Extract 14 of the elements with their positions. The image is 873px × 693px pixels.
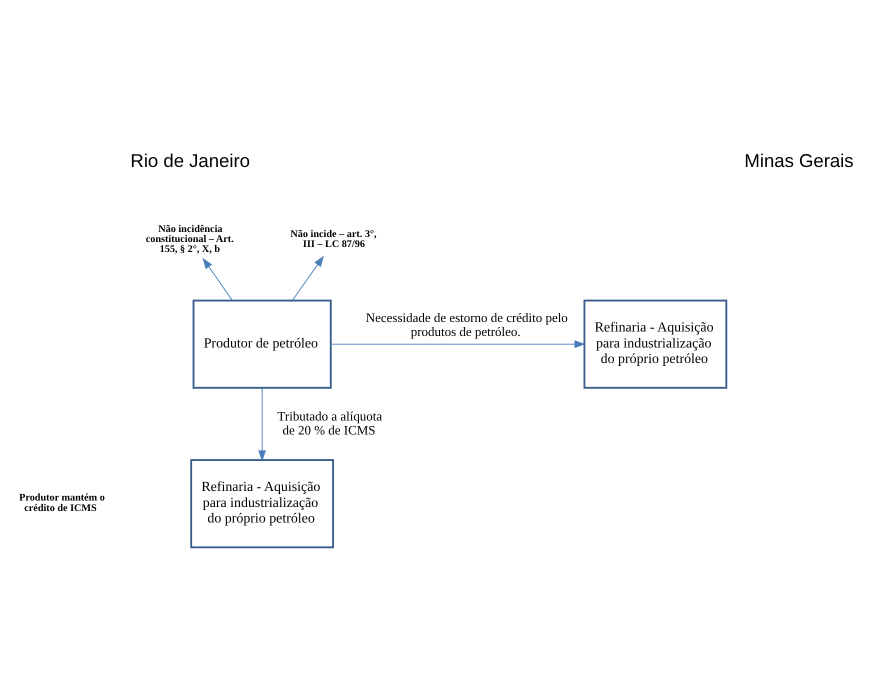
arrow [202, 258, 233, 301]
label: Minas Gerais [744, 150, 854, 172]
arrow [292, 256, 324, 301]
edge-label: Necessidade de estorno de crédito pelo produtos de petróleo. [366, 310, 568, 340]
arrow [258, 387, 266, 462]
node-text: Não incidência constitucional – Art. 155, § 2°, X, b [146, 224, 234, 256]
label: Rio de Janeiro [130, 150, 250, 172]
node-text: Não incide – art. 3°, III – LC 87/96 [290, 228, 377, 250]
arrow [330, 340, 586, 348]
edge-label: Tributado a alíquota de 20 % de ICMS [277, 408, 382, 438]
node-box: Produtor de petróleo [192, 300, 332, 389]
node-box: Refinaria - Aquisição para industrialização do próprio petróleo [584, 300, 728, 389]
label: Produtor mantém o crédito de ICMS [19, 492, 105, 514]
node-box: Refinaria - Aquisição para industrialização do próprio petróleo [190, 459, 334, 548]
